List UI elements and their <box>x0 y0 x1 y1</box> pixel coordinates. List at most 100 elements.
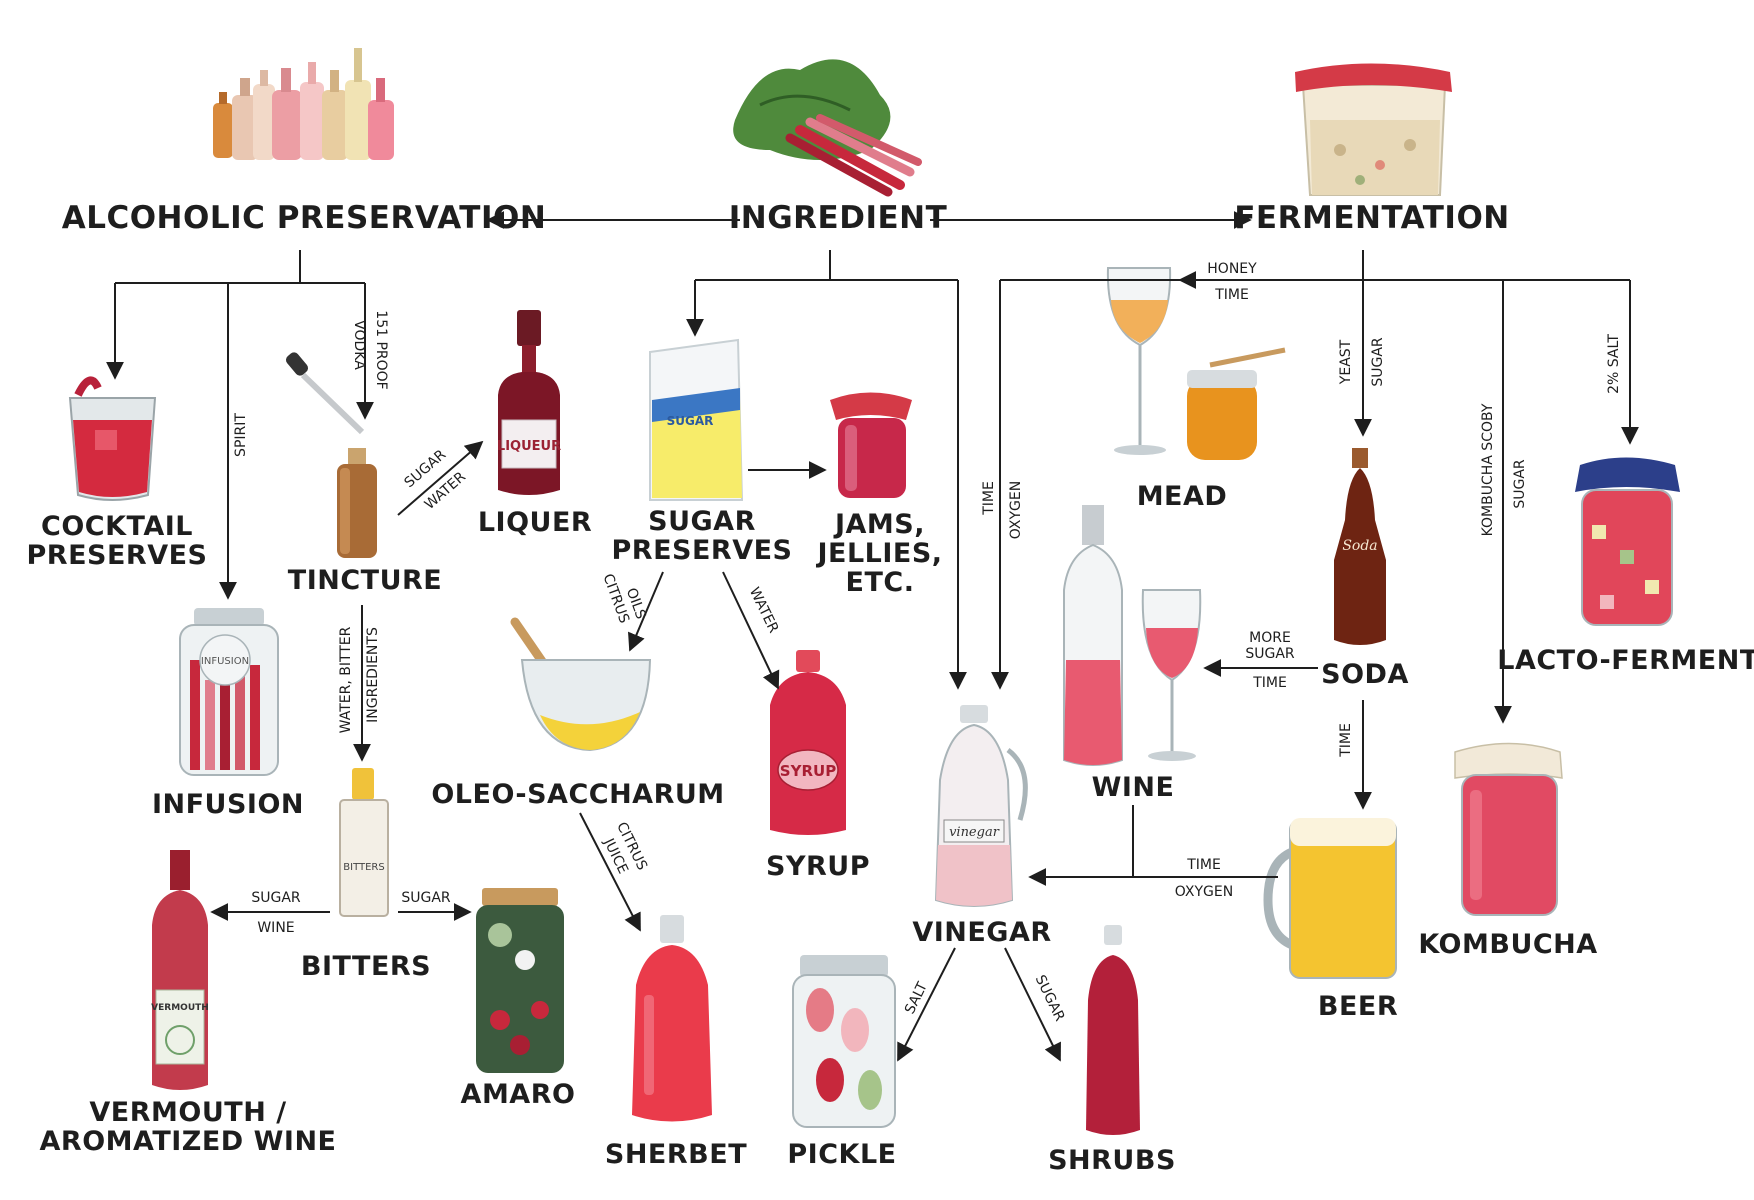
node-sugar-preserves-line-2: PRESERVES <box>612 536 793 565</box>
node-cocktail-preserves-line-1: COCKTAIL <box>27 512 208 541</box>
kombucha-jar-illustration <box>1455 744 1562 916</box>
edge-label-more-sugar: SUGAR <box>1245 646 1295 662</box>
node-vermouth-line-1: VERMOUTH / <box>40 1098 337 1127</box>
node-vermouth: VERMOUTH / AROMATIZED WINE <box>40 1098 337 1156</box>
wine-glass-illustration <box>1143 590 1201 761</box>
edge-label-more: MORE <box>1249 630 1291 646</box>
node-vinegar-text: VINEGAR <box>912 917 1051 948</box>
syrup-label-text: SYRUP <box>780 762 836 780</box>
node-fermentation: FERMENTATION <box>1234 202 1510 235</box>
node-sherbet-text: SHERBET <box>605 1139 747 1170</box>
edge-labels: SPIRIT VODKA 151 PROOF SUGAR WATER WATER… <box>233 261 1622 1024</box>
rhubarb-illustration <box>733 59 918 192</box>
node-fermentation-text: FERMENTATION <box>1234 200 1510 236</box>
node-kombucha: KOMBUCHA <box>1418 930 1597 959</box>
syrup-bottle-illustration: SYRUP <box>770 650 846 835</box>
node-soda-text: SODA <box>1321 659 1409 690</box>
node-sherbet: SHERBET <box>605 1140 747 1169</box>
node-jams-line-3: ETC. <box>817 568 942 597</box>
node-sugar-preserves-line-1: SUGAR <box>612 507 793 536</box>
node-oleo-saccharum-text: OLEO-SACCHARUM <box>431 779 724 810</box>
tincture-bottle-illustration <box>337 448 377 558</box>
edge-label-vinegar-oxygen: OXYGEN <box>1008 481 1024 539</box>
edge-label-bitters-sugar-left: SUGAR <box>251 890 301 906</box>
node-jams: JAMS, JELLIES, ETC. <box>817 510 942 597</box>
node-soda: SODA <box>1321 660 1409 689</box>
dropper-illustration <box>284 350 362 432</box>
node-pickle-text: PICKLE <box>787 1139 896 1170</box>
liquor-bottles-illustration <box>213 48 394 160</box>
node-bitters: BITTERS <box>301 952 431 981</box>
cocktail-glass-illustration <box>70 380 155 500</box>
node-pickle: PICKLE <box>787 1140 896 1169</box>
node-lacto-ferment: LACTO-FERMENT <box>1497 646 1754 675</box>
amaro-jar-illustration <box>476 888 564 1073</box>
fermentation-container-illustration <box>1295 64 1452 196</box>
pickle-jar-illustration <box>793 955 895 1127</box>
node-syrup: SYRUP <box>766 852 870 881</box>
soda-bottle-illustration: Soda <box>1334 448 1386 645</box>
node-liquer-text: LIQUER <box>478 507 592 538</box>
node-bitters-text: BITTERS <box>301 951 431 982</box>
node-amaro-text: AMARO <box>461 1079 576 1110</box>
node-infusion: INFUSION <box>152 790 304 819</box>
node-vinegar: VINEGAR <box>912 918 1051 947</box>
node-tincture-text: TINCTURE <box>288 565 442 596</box>
node-syrup-text: SYRUP <box>766 851 870 882</box>
infusion-tag-text: INFUSION <box>201 656 249 667</box>
liqueur-bottle-illustration: LIQUEUR <box>497 310 561 495</box>
node-ingredient: INGREDIENT <box>729 202 948 235</box>
edge-label-vodka: VODKA <box>351 320 367 370</box>
node-tincture: TINCTURE <box>288 566 442 595</box>
vinegar-label-text: vinegar <box>949 825 1000 840</box>
vinegar-jug-illustration: vinegar <box>936 705 1025 906</box>
soda-label-text: Soda <box>1342 538 1377 554</box>
edge-label-vinegar-time: TIME <box>981 481 997 516</box>
node-wine: WINE <box>1092 773 1175 802</box>
shrub-bottle-illustration <box>1086 925 1140 1135</box>
beer-mug-illustration <box>1268 818 1396 978</box>
node-jams-line-1: JAMS, <box>817 510 942 539</box>
infusion-jar-illustration: INFUSION <box>180 608 278 775</box>
edge-label-beer-vinegar-time: TIME <box>1186 857 1221 873</box>
node-cocktail-preserves: COCKTAIL PRESERVES <box>27 512 208 570</box>
edge-label-2pct-salt: 2% SALT <box>1606 334 1622 394</box>
node-wine-text: WINE <box>1092 772 1175 803</box>
oleo-bowl-illustration <box>515 622 650 750</box>
edge-label-salt: SALT <box>902 979 931 1016</box>
wine-bottle-illustration <box>1064 505 1122 765</box>
edge-label-yeast: YEAST <box>1338 339 1354 385</box>
node-lacto-ferment-text: LACTO-FERMENT <box>1497 645 1754 676</box>
lacto-ferment-jar-illustration <box>1575 458 1680 626</box>
sugar-bag-illustration: SUGAR <box>650 340 742 500</box>
node-ingredient-text: INGREDIENT <box>729 200 948 236</box>
liqueur-label-text: LIQUEUR <box>497 439 561 454</box>
edge-label-shrub-sugar: SUGAR <box>1032 973 1068 1025</box>
bitters-bottle-illustration: BITTERS <box>340 768 388 916</box>
edge-label-ingredients: INGREDIENTS <box>365 627 381 723</box>
node-kombucha-text: KOMBUCHA <box>1418 929 1597 960</box>
sherbet-flask-illustration <box>632 915 712 1122</box>
node-shrubs: SHRUBS <box>1048 1146 1176 1175</box>
honey-jar-illustration <box>1187 350 1285 460</box>
node-cocktail-preserves-line-2: PRESERVES <box>27 541 208 570</box>
edge-label-151-proof: 151 PROOF <box>373 310 389 389</box>
node-shrubs-text: SHRUBS <box>1048 1145 1176 1176</box>
node-oleo-saccharum: OLEO-SACCHARUM <box>431 780 724 809</box>
node-alcoholic-preservation-text: ALCOHOLIC PRESERVATION <box>62 200 547 236</box>
node-sugar-preserves: SUGAR PRESERVES <box>612 507 793 565</box>
node-jams-line-2: JELLIES, <box>817 539 942 568</box>
edge-label-water: WATER <box>746 585 782 636</box>
node-amaro: AMARO <box>461 1080 576 1109</box>
sugar-bag-text: SUGAR <box>667 414 714 428</box>
edge-label-wine-time: TIME <box>1252 675 1287 691</box>
edge-label-mead-time: TIME <box>1214 287 1249 303</box>
edge-label-bitters-sugar-right: SUGAR <box>401 890 451 906</box>
edge-label-beer-vinegar-oxygen: OXYGEN <box>1175 884 1233 900</box>
node-liquer: LIQUER <box>478 508 592 537</box>
vermouth-bottle-illustration: VERMOUTH <box>151 850 209 1090</box>
edge-label-honey: HONEY <box>1207 261 1257 277</box>
edge-label-spirit: SPIRIT <box>233 413 249 457</box>
node-beer: BEER <box>1318 992 1398 1021</box>
